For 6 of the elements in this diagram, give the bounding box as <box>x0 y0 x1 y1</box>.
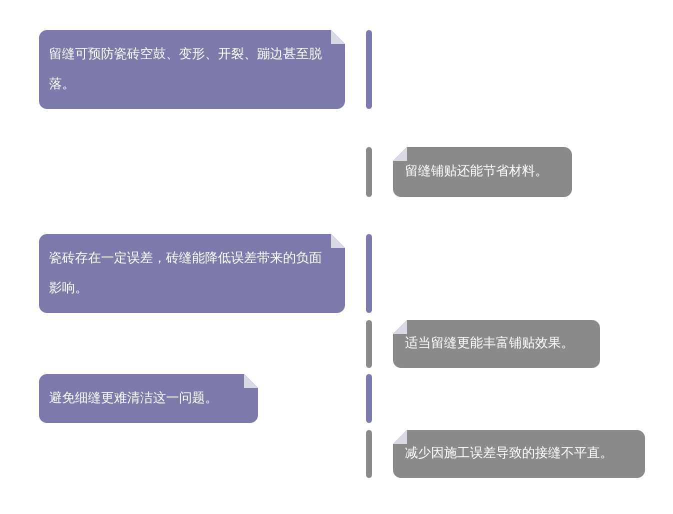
text-card: 瓷砖存在一定误差，砖缝能降低误差带来的负面影响。 <box>39 234 345 313</box>
text-card: 留缝可预防瓷砖空鼓、变形、开裂、蹦边甚至脱落。 <box>39 30 345 109</box>
text-card: 避免细缝更难清洁这一问题。 <box>39 374 258 423</box>
text-card: 减少因施工误差导致的接缝不平直。 <box>393 430 645 478</box>
text-card: 留缝铺贴还能节省材料。 <box>393 147 572 197</box>
text-card: 适当留缝更能丰富铺贴效果。 <box>393 320 600 368</box>
